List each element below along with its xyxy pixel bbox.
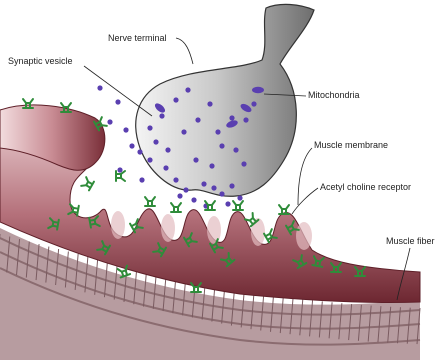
label-muscle-membrane: Muscle membrane — [298, 140, 388, 205]
muscle-fiber-label: Muscle fiber — [386, 236, 435, 246]
label-nerve-terminal: Nerve terminal — [108, 33, 193, 64]
label-acetylcholine-receptor: Acetyl choline receptor — [292, 182, 411, 214]
synaptic-vesicle-label: Synaptic vesicle — [8, 56, 73, 66]
mitochondria-label: Mitochondria — [308, 90, 360, 100]
acetylcholine-receptor-label: Acetyl choline receptor — [320, 182, 411, 192]
nerve-terminal-label: Nerve terminal — [108, 33, 167, 43]
muscle-membrane-label: Muscle membrane — [314, 140, 388, 150]
